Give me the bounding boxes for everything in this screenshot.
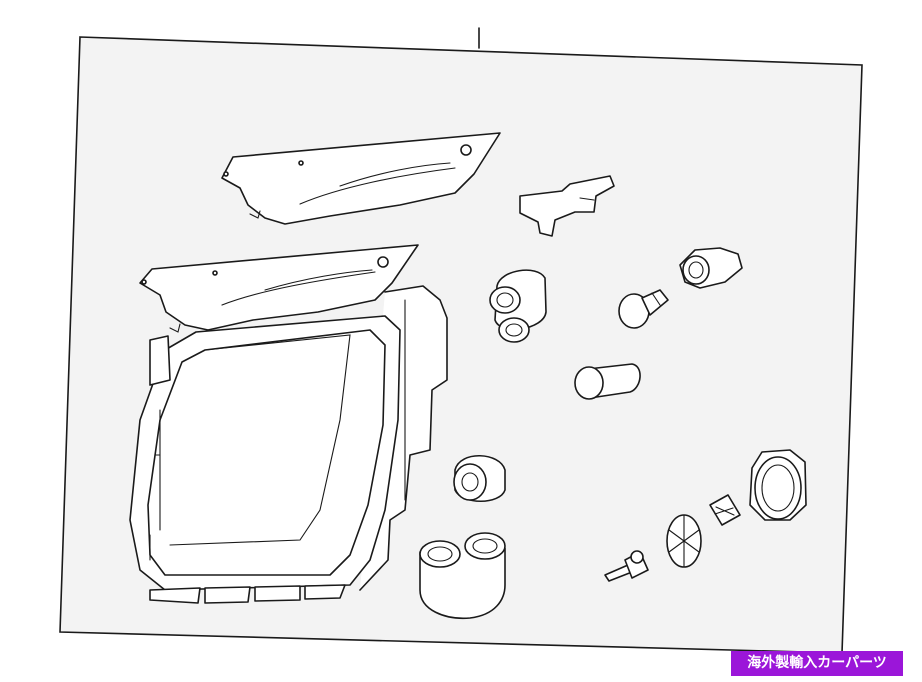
retaining-ring: [749, 449, 807, 521]
lower-filler-panel: [139, 244, 419, 333]
reflector-cap: [666, 514, 702, 568]
wire-harness-bracket: [519, 175, 615, 237]
wedge-bulb: [604, 550, 649, 582]
side-marker-bulb: [574, 363, 641, 400]
rubber-grommet: [453, 455, 506, 502]
bulb-socket-twin: [489, 269, 547, 343]
vent-patch: [709, 494, 741, 526]
headlamp-assembly: [129, 285, 448, 604]
bulb-socket-single: [679, 247, 743, 289]
watermark-badge: [731, 651, 903, 676]
dust-cap-elbow: [419, 532, 506, 620]
upper-filler-panel: [221, 132, 501, 225]
watermark-text: 海外製輸入カーパーツ: [747, 655, 887, 671]
turn-signal-bulb: [618, 289, 669, 329]
